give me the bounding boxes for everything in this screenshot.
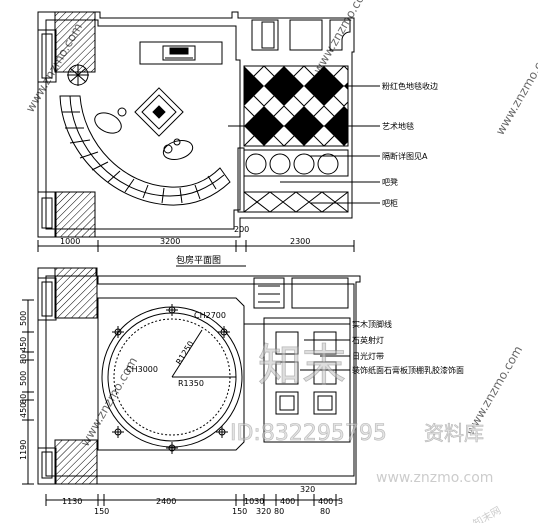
- side-table-left: [94, 112, 122, 134]
- ceiling-height-outer: CH2700: [194, 311, 226, 320]
- upper-plan: [37, 11, 380, 252]
- dim-upper-2: 3200: [160, 237, 180, 246]
- watermark-site-bottom: www.znzmo.com: [376, 470, 493, 486]
- lower-column-top: [54, 267, 98, 319]
- upper-plan-title: 包房平面图: [176, 254, 221, 266]
- dim-lower-2: 150: [94, 507, 109, 516]
- callout-partition: 隔断详图见A: [382, 151, 428, 161]
- lower-left-dimension-labels: 500 450 80 500 80 450 1190: [19, 311, 28, 460]
- upper-inner-wall: [45, 19, 241, 230]
- callout-art-carpet: 艺术地毯: [382, 121, 414, 131]
- lower-inner-wall: [45, 275, 355, 477]
- watermark-id: ID:832295795: [230, 421, 387, 446]
- dim-upper-3: 200: [234, 225, 249, 234]
- radius-label-outer: R1350: [178, 379, 204, 388]
- lower-left-dimension-line: [22, 299, 34, 485]
- dim-left-4: 500: [19, 371, 28, 386]
- column-bottom-left: [54, 191, 96, 238]
- lower-callout-labels: 实木顶脚线 石英射灯 日光灯带 装饰纸面石膏板顶棚乳胶漆饰面: [352, 319, 464, 375]
- dim-lower-6: 320: [256, 507, 271, 516]
- partition: [243, 149, 349, 177]
- callout-bar-stool: 吧凳: [382, 177, 398, 187]
- curved-sofa: [59, 95, 231, 206]
- dim-lower-1: 1130: [62, 497, 82, 506]
- side-table-right: [162, 139, 194, 161]
- tv-cabinet: [139, 41, 223, 65]
- watermark-site-2: www.znzmo.com: [310, 0, 372, 76]
- callout-quartz-spotlight: 石英射灯: [352, 335, 384, 345]
- radius-label-inner: R1250: [174, 340, 195, 367]
- watermark-site-3: www.znzmo.com: [493, 43, 538, 137]
- dim-left-7: 1190: [19, 440, 28, 460]
- lower-ceiling-labels: CH2700 CH3000 R1250 R1350: [126, 311, 226, 388]
- upper-dimension-labels: 1000 3200 200 2300: [60, 225, 310, 246]
- upper-dimension-line: [37, 240, 355, 252]
- upper-outer-wall: [37, 11, 355, 238]
- watermark-brand: 知末: [258, 340, 346, 391]
- callout-bar-cabinet: 吧柜: [382, 198, 398, 208]
- dim-lower-5: 1030: [244, 497, 264, 506]
- spotlight-icon: [112, 304, 230, 454]
- callout-light-strip: 日光灯带: [352, 351, 384, 361]
- dim-left-1: 500: [19, 311, 28, 326]
- dim-left-3: 80: [19, 354, 28, 364]
- dim-lower-4: 150: [232, 507, 247, 516]
- dim-lower-10: 400: [318, 497, 333, 506]
- dim-lower-11: 80: [320, 507, 330, 516]
- upper-callout-labels: 粉红色地毯收边 艺术地毯 隔断详图见A 吧凳 吧柜: [382, 81, 438, 208]
- coffee-table: [134, 87, 184, 137]
- storage-unit: [251, 19, 279, 51]
- ceiling-height-inner: CH3000: [126, 365, 158, 374]
- dim-left-6: 450: [19, 403, 28, 418]
- callout-gypsum-ceiling: 装饰纸面石膏板顶棚乳胶漆饰面: [352, 365, 464, 375]
- bar-cabinet: [243, 191, 349, 213]
- dim-lower-12: 3: [338, 497, 343, 506]
- lower-leader-lines: [244, 323, 350, 371]
- lower-dimension-line: [45, 494, 340, 506]
- watermark-brand-suffix: 资料库: [424, 421, 484, 445]
- lower-dimension-labels: 1130 150 2400 150 1030 320 80 400 320 40…: [62, 485, 343, 516]
- dim-upper-1: 1000: [60, 237, 80, 246]
- dim-lower-7: 80: [274, 507, 284, 516]
- ceiling-panel-grid: [263, 317, 351, 443]
- lower-plan: [22, 267, 361, 506]
- dim-left-2: 450: [19, 337, 28, 352]
- upper-leader-lines: [228, 85, 380, 204]
- watermark-corner: 知末网: [471, 504, 503, 523]
- dim-lower-8: 400: [280, 497, 295, 506]
- callout-carpet-edge: 粉红色地毯收边: [382, 81, 438, 91]
- bar-stool: [245, 153, 267, 175]
- dim-left-5: 80: [19, 394, 28, 404]
- dim-upper-4: 2300: [290, 237, 310, 246]
- plant-icon: [67, 64, 89, 86]
- dim-lower-3: 2400: [156, 497, 176, 506]
- dim-lower-9: 320: [300, 485, 315, 494]
- callout-wood-moulding: 实木顶脚线: [352, 319, 392, 329]
